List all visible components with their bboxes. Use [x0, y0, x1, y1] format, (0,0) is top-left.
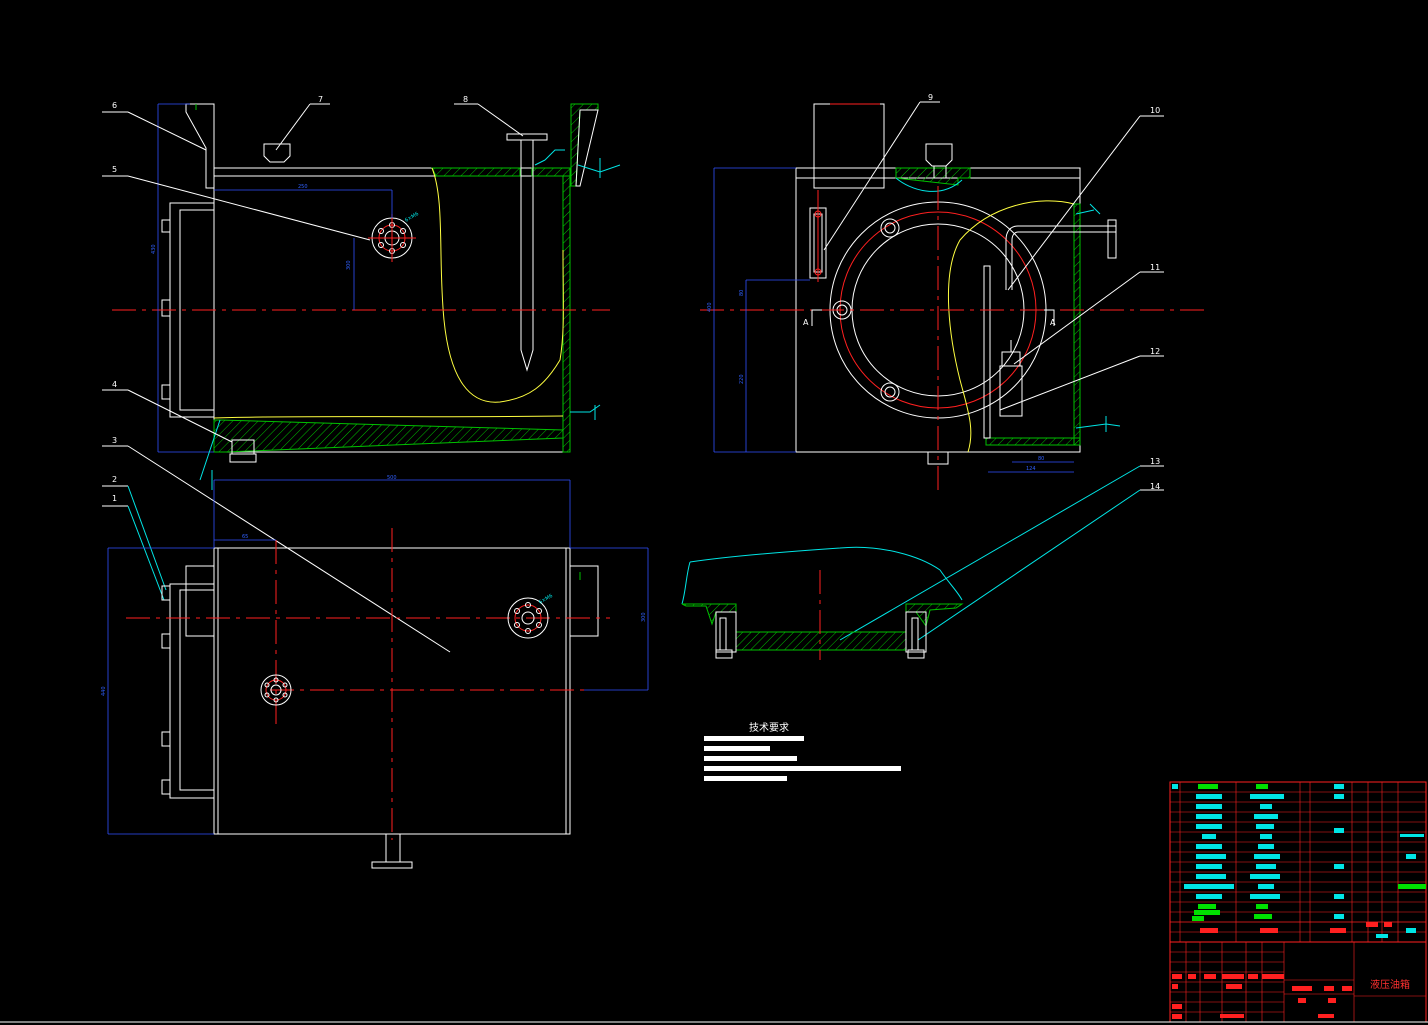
- tech-line-4: [704, 766, 901, 771]
- port-flange-top-left: [260, 674, 292, 706]
- dim-300-top: 300: [641, 612, 647, 622]
- label-2: 2: [112, 475, 117, 484]
- dim-124: 124: [1026, 466, 1036, 472]
- tech-line-3: [704, 756, 797, 761]
- hole-callout-front: 6×M6: [404, 211, 420, 224]
- tech-requirements-title: 技术要求: [749, 721, 789, 734]
- dim-500: 500: [387, 475, 397, 481]
- hole-callout-top: 6×M6: [538, 593, 554, 606]
- label-1: 1: [112, 494, 117, 503]
- leaders-right: 9 10 11 12 13 14: [823, 93, 1164, 641]
- label-3: 3: [112, 436, 117, 445]
- drawing-name: 液压油箱: [1370, 978, 1410, 991]
- label-14: 14: [1150, 482, 1160, 491]
- dim-65: 65: [242, 534, 248, 540]
- front-view: 250 300 430 6×M6: [112, 103, 621, 490]
- dim-250: 250: [298, 184, 308, 190]
- dim-440: 440: [101, 686, 107, 696]
- port-flange-top-right: [507, 597, 549, 639]
- dim-80-side: 80: [739, 290, 745, 296]
- label-5: 5: [112, 165, 117, 174]
- tech-requirements: 技术要求: [704, 721, 901, 781]
- detail-view: [681, 546, 964, 660]
- flange-bolts: [161, 219, 171, 400]
- dim-300: 300: [346, 260, 352, 270]
- section-mark-a-right: A: [1050, 318, 1056, 327]
- leaders-left: 6 5 4 3 2 1 7 8: [102, 95, 524, 653]
- top-view: 6×M6 500 65 440 300: [101, 475, 649, 869]
- label-10: 10: [1150, 106, 1160, 115]
- tech-line-1: [704, 736, 804, 741]
- dim-430: 430: [151, 244, 157, 254]
- label-4: 4: [112, 380, 117, 389]
- label-9: 9: [928, 93, 933, 102]
- label-8: 8: [463, 95, 468, 104]
- label-13: 13: [1150, 457, 1160, 466]
- label-12: 12: [1150, 347, 1160, 356]
- dim-220: 220: [739, 374, 745, 384]
- tech-line-5: [704, 776, 787, 781]
- port-flange-front: [368, 214, 416, 262]
- dim-400: 400: [707, 302, 713, 312]
- label-11: 11: [1150, 263, 1160, 272]
- side-view: A A 400 80 220 80 124: [700, 103, 1206, 494]
- label-6: 6: [112, 101, 117, 110]
- dim-80-bottom: 80: [1038, 456, 1044, 462]
- section-mark-a-left: A: [803, 318, 809, 327]
- tech-line-2: [704, 746, 770, 751]
- label-7: 7: [318, 95, 323, 104]
